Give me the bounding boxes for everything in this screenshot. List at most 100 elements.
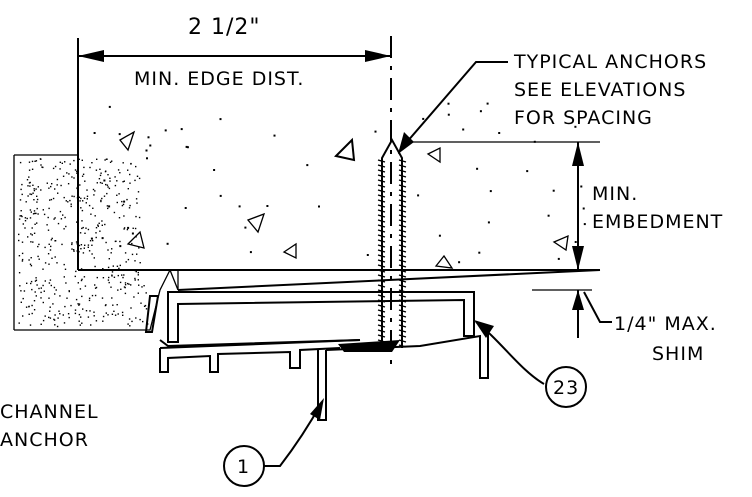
screw-thread (398, 274, 407, 278)
aggregate-dot (108, 205, 111, 208)
aggregate-dot (422, 117, 425, 120)
stipple-dot (49, 279, 52, 281)
stipple-dot (105, 170, 107, 172)
stipple-dot (127, 258, 130, 261)
stipple-dot (40, 287, 42, 289)
stipple-dot (76, 197, 79, 199)
stipple-dot (123, 228, 125, 230)
stipple-dot (59, 168, 61, 170)
stipple-dot (74, 275, 76, 278)
channel-stipple-block (13, 154, 171, 331)
stipple-dot (137, 274, 139, 276)
stipple-dot (68, 290, 70, 292)
screw-thread (377, 259, 386, 263)
frame-profile (144, 291, 489, 421)
stipple-dot (18, 233, 20, 236)
stipple-dot (18, 239, 20, 242)
stipple-dot (83, 247, 85, 249)
stipple-dot (34, 280, 37, 282)
screw-thread (398, 199, 407, 203)
stipple-dot (80, 268, 83, 270)
stipple-dot (111, 160, 113, 162)
stipple-dot (31, 234, 33, 236)
stipple-dot (49, 306, 51, 308)
screw-thread (398, 229, 407, 233)
stipple-dot (128, 207, 131, 209)
screw-thread (377, 209, 386, 213)
aggregate-dot (219, 194, 222, 197)
screw-thread (377, 304, 386, 308)
aggregate-dot (101, 237, 104, 240)
screw-thread (398, 159, 407, 163)
stipple-dot (29, 185, 31, 187)
stipple-dot (93, 311, 95, 313)
stipple-dot (62, 175, 65, 177)
stipple-dot (27, 185, 29, 187)
stipple-dot (116, 304, 118, 306)
stipple-dot (119, 269, 121, 271)
stipple-dot (109, 180, 111, 182)
stipple-dot (80, 279, 83, 282)
stipple-dot (113, 276, 116, 278)
stipple-dot (55, 289, 57, 291)
aggregate-dot (249, 251, 252, 254)
stipple-dot (77, 303, 79, 305)
stipple-dot (34, 223, 36, 225)
screw-thread (377, 184, 386, 188)
stipple-dot (107, 266, 110, 269)
stipple-dot (54, 188, 56, 190)
stipple-dot (137, 292, 139, 294)
stipple-dot (97, 224, 99, 226)
stipple-dot (82, 308, 84, 310)
stipple-dot (78, 304, 80, 306)
stipple-dot (22, 297, 24, 300)
stipple-dot (88, 297, 91, 299)
aggregate-dot (478, 251, 481, 254)
stipple-dot (94, 190, 96, 192)
stipple-dot (52, 197, 55, 200)
aggregate-dot (103, 179, 106, 182)
stipple-dot (28, 306, 30, 308)
screw-thread (398, 209, 407, 213)
stipple-dot (56, 325, 59, 328)
stipple-dot (63, 228, 65, 230)
stipple-dot (50, 239, 53, 241)
screw-thread (398, 244, 407, 248)
aggregate-dot (149, 144, 152, 147)
stipple-dot (90, 324, 92, 326)
stipple-dot (99, 168, 101, 170)
screw-thread (377, 189, 386, 193)
stipple-dot (44, 280, 46, 282)
stipple-dot (50, 245, 52, 248)
screw-thread (377, 269, 386, 273)
stipple-dot (131, 242, 133, 245)
stipple-dot (60, 184, 62, 187)
stipple-dot (64, 216, 66, 219)
stipple-dot (124, 286, 126, 289)
stipple-dot (114, 184, 117, 187)
stipple-dot (95, 269, 97, 271)
stipple-dot (68, 173, 70, 175)
stipple-dot (95, 227, 98, 229)
stipple-dot (33, 188, 35, 190)
stipple-dot (122, 162, 124, 164)
stipple-dot (27, 195, 29, 197)
stipple-dot (130, 284, 132, 286)
stipple-dot (73, 159, 75, 162)
stipple-dot (134, 260, 136, 262)
stipple-dot (82, 200, 84, 202)
stipple-dot (71, 176, 73, 178)
anchor-note-line-3: FOR SPACING (514, 107, 653, 129)
stipple-dot (126, 198, 128, 201)
screw-thread (398, 269, 407, 273)
aggregate-dot (580, 185, 583, 188)
screw-thread (398, 239, 407, 243)
stipple-dot (89, 310, 91, 312)
screw-thread (377, 279, 386, 283)
stipple-dot (87, 316, 90, 318)
callout-1-label: 1 (237, 456, 250, 478)
stipple-dot (71, 248, 73, 250)
screw-thread (377, 284, 386, 288)
stipple-dot (105, 312, 107, 314)
anchor-screw (377, 137, 407, 348)
